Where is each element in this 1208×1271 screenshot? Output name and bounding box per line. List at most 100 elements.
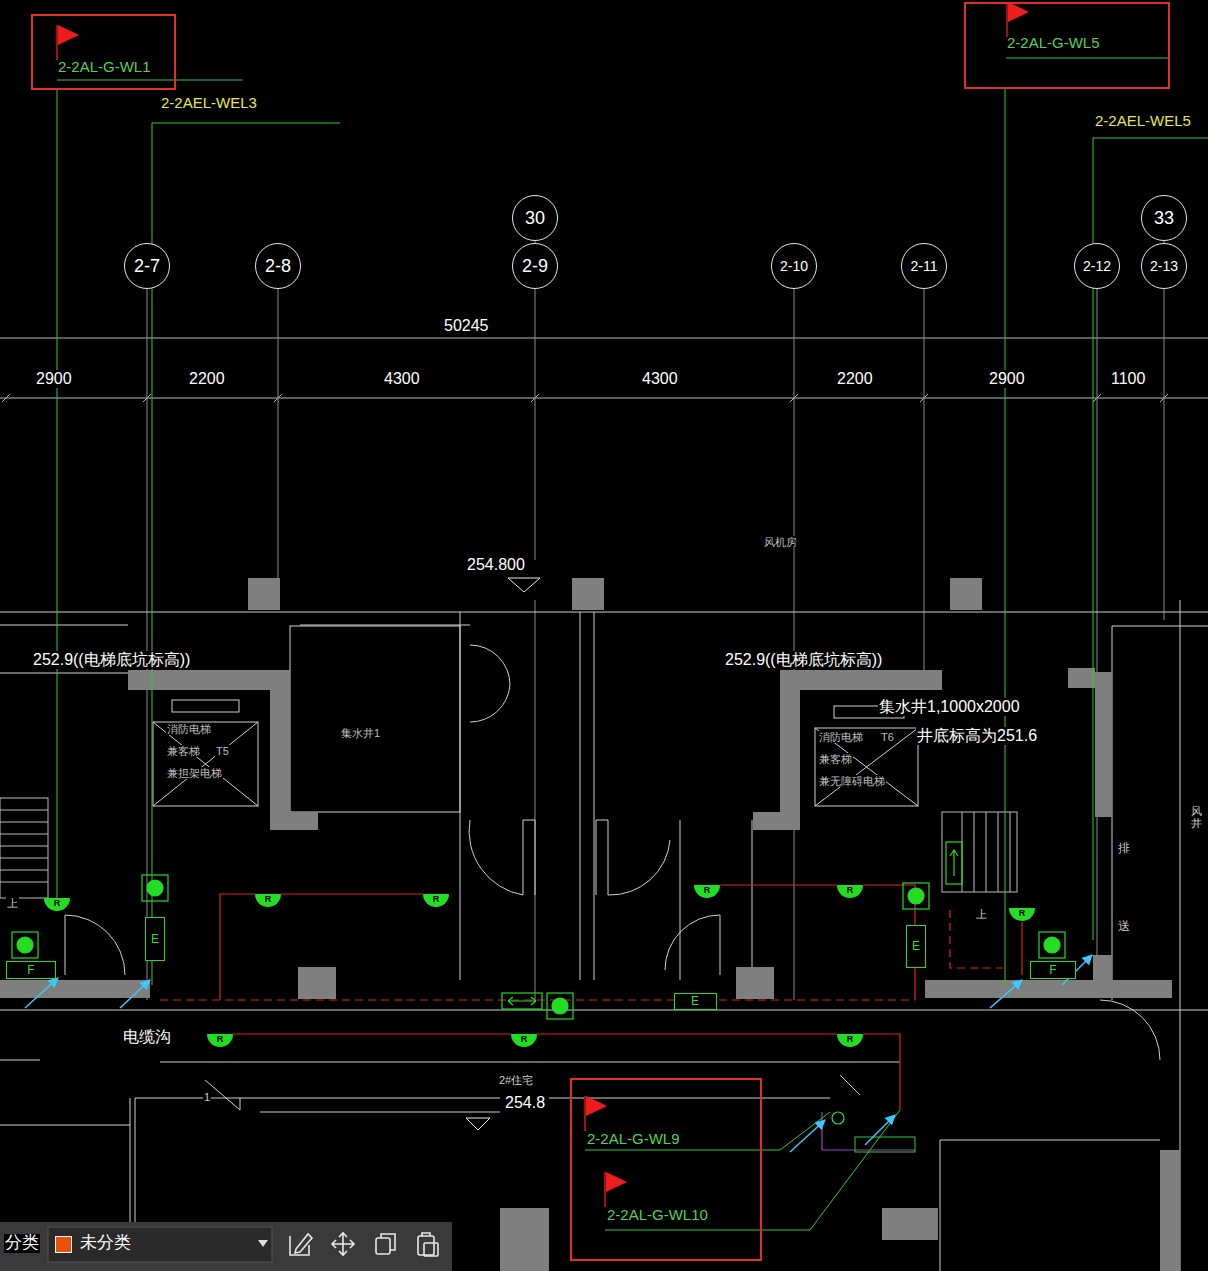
stair-hatch (0, 798, 48, 898)
cable-tag: 2-2AL-G-WL9 (587, 1131, 680, 1146)
drawing-annotation: 254.8 (504, 1094, 546, 1112)
drawing-annotation: 消防电梯 (166, 723, 212, 735)
symbol-letter: E (691, 995, 699, 1007)
wall-outlines (153, 722, 258, 806)
socket-shape (423, 894, 449, 907)
socket-symbol: R (837, 885, 863, 899)
drawing-annotation: 排 (1117, 842, 1131, 855)
wall-solid (950, 578, 982, 610)
cable-tag: 2-2AL-G-WL5 (1007, 35, 1100, 50)
socket-shape (207, 1034, 233, 1047)
stair-hatch (0, 810, 48, 882)
socket-shape (44, 898, 70, 911)
cable-arrow (790, 1120, 825, 1152)
light-fixture-symbol (547, 993, 573, 1019)
elevation-triangle (466, 578, 540, 1130)
drawing-annotation: 1100 (1110, 370, 1146, 388)
drawing-annotation: 消防电梯 (818, 731, 864, 743)
wall-outlines (815, 728, 918, 806)
wall-outlines (665, 915, 720, 975)
wall-outlines (840, 1075, 860, 1095)
light-fixture-symbol (502, 993, 542, 1009)
toolbar (381, 1234, 395, 1250)
green-leader-lines (152, 123, 340, 985)
light-fixture-symbol (908, 888, 924, 904)
wall-solid (572, 578, 604, 610)
flag-marker (58, 2, 1029, 1192)
cable-arrow (25, 978, 58, 1008)
wall-solid (0, 980, 150, 998)
symbol-letter: R (847, 886, 854, 895)
wall-solid (0, 578, 1180, 1271)
socket-symbol: R (423, 894, 449, 908)
stair-hatch (942, 812, 1017, 892)
green-leader-lines (1005, 58, 1168, 985)
wall-outlines (470, 645, 510, 722)
symbol-letter: R (847, 1035, 854, 1044)
wall-solid (248, 578, 280, 610)
toolbar (418, 1236, 434, 1255)
symbol-letter: R (704, 886, 711, 895)
cable-tag-box: 2-2AL-G-WL1 (31, 14, 176, 90)
symbol-letter: R (1019, 909, 1026, 918)
axis-number: 2-13 (1150, 259, 1178, 273)
equipment-box: E (145, 917, 165, 961)
axis-number: 2-11 (911, 259, 938, 273)
drawing-annotation: 252.9((电梯底坑标高)) (32, 651, 191, 669)
wall-solid (925, 980, 1172, 998)
drawing-annotation: 2-2AEL-WEL5 (1094, 113, 1192, 130)
category-name: 未分类 (80, 1234, 131, 1253)
leader-wire (57, 90, 58, 898)
grid-axis-bubble: 2-11 (901, 243, 947, 289)
drawing-annotation: 风井 (1190, 805, 1203, 829)
cable-tag: 2-2AL-G-WL1 (58, 59, 151, 74)
symbol-letter: R (265, 895, 272, 904)
axis-number: 2-8 (265, 257, 291, 275)
socket-symbol: R (44, 898, 70, 912)
cable-tag-box: 2-2AL-G-WL5 (964, 2, 1170, 89)
wall-solid (753, 812, 800, 830)
drawing-annotation: 分类 (4, 1234, 40, 1253)
toolbar (376, 1238, 390, 1254)
wall-outlines (469, 820, 670, 895)
toolbar (424, 1243, 438, 1256)
circuit-wire (281, 893, 423, 894)
toolbar (48, 1227, 272, 1262)
socket-shape (694, 885, 720, 898)
light-fixture-symbol (946, 842, 962, 884)
light-fixture-symbol (1039, 932, 1065, 958)
stair-hatch (962, 812, 1010, 892)
socket-shape (837, 1034, 863, 1047)
socket-shape (511, 1034, 537, 1047)
axis-number: 2-12 (1083, 259, 1111, 273)
purple-wiring (822, 1112, 915, 1150)
dimension-lines (0, 338, 1208, 402)
wall-solid (270, 812, 318, 830)
elevation-triangle (508, 578, 540, 592)
wall-solid (780, 670, 800, 830)
light-fixture-symbol (142, 875, 168, 901)
light-fixture-symbol (832, 1112, 844, 1124)
wall-outlines (153, 722, 258, 806)
grid-axis-bubble: 2-7 (124, 243, 170, 289)
grid-axis-lines (147, 241, 1164, 1000)
wall-solid (1093, 955, 1112, 980)
grid-axis-lines (147, 241, 1164, 1000)
wall-solid (298, 967, 336, 999)
light-fixture-symbol (552, 998, 568, 1014)
drawing-annotation: 上 (975, 908, 988, 920)
socket-symbol: R (837, 1034, 863, 1048)
symbol-letter: R (217, 1035, 224, 1044)
wall-outlines (815, 728, 918, 806)
light-fixture-symbol (17, 937, 33, 953)
drawing-annotation: 上 (6, 897, 19, 909)
drawing-annotation: 1 (203, 1091, 211, 1103)
wall-solid (270, 670, 290, 830)
equipment-box: F (6, 961, 56, 979)
cable-arrow (990, 980, 1022, 1008)
socket-shape (1009, 908, 1035, 921)
wall-outlines (65, 915, 125, 975)
drawing-annotation: 兼客梯 (166, 745, 201, 757)
